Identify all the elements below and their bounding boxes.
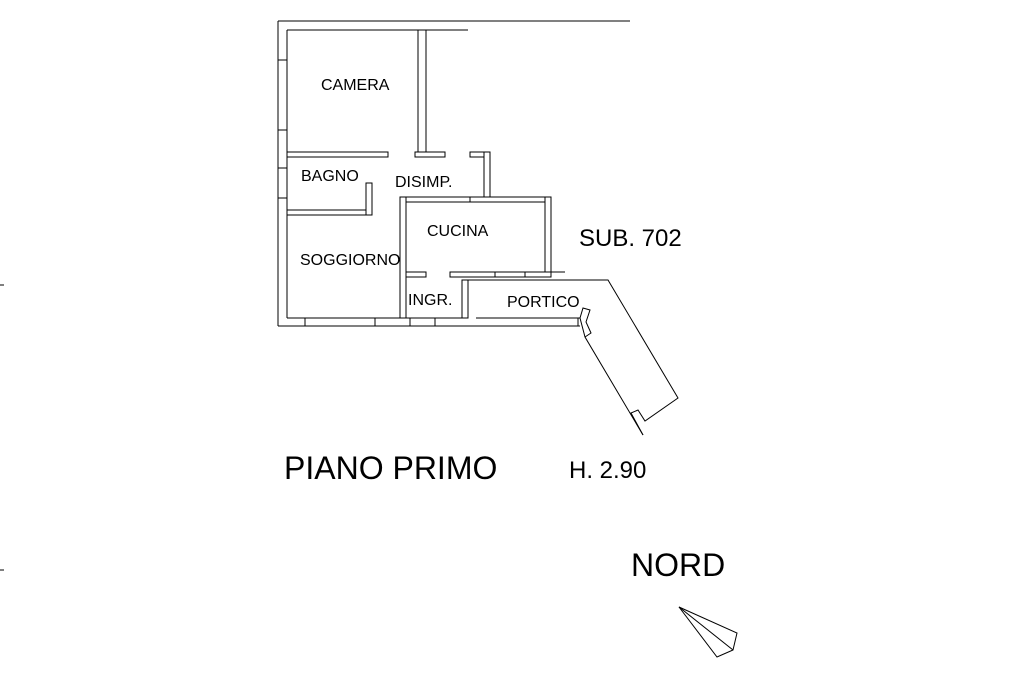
room-label-bagno: BAGNO (301, 168, 359, 185)
north-arrow-icon (678, 606, 738, 658)
room-label-portico: PORTICO (507, 294, 580, 311)
room-label-cucina: CUCINA (427, 223, 489, 240)
height-label: H. 2.90 (569, 457, 646, 484)
room-label-disimp: DISIMP. (395, 174, 453, 191)
walls (277, 20, 630, 327)
room-label-ingr: INGR. (408, 292, 452, 309)
north-label: NORD (631, 547, 725, 583)
portico-outline (468, 279, 679, 436)
room-label-camera: CAMERA (321, 77, 390, 94)
room-label-soggiorno: SOGGIORNO (300, 252, 400, 269)
unit-label: SUB. 702 (579, 225, 682, 252)
floor-label: PIANO PRIMO (284, 450, 497, 486)
